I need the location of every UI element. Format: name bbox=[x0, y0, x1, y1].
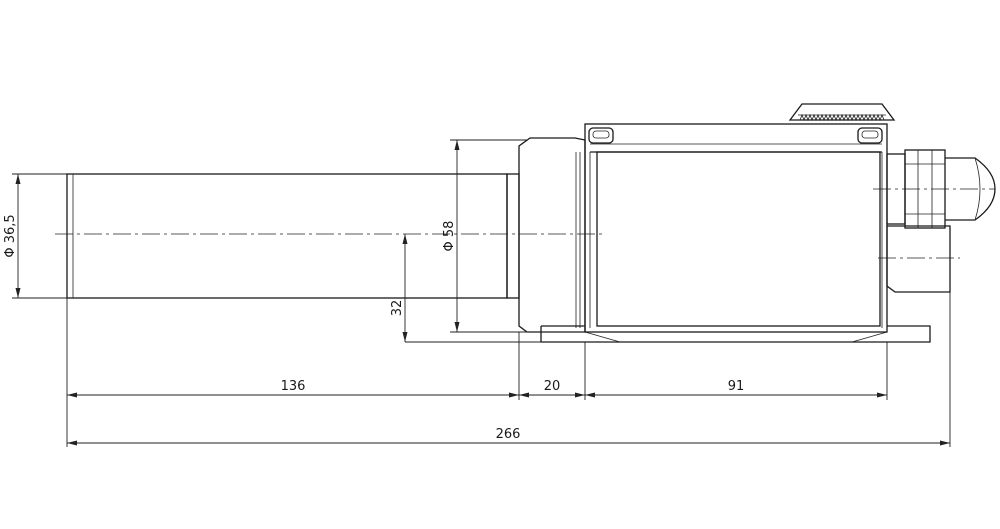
tube bbox=[66, 173, 520, 299]
dim-height: 32 bbox=[390, 234, 541, 343]
base-plate bbox=[540, 325, 931, 343]
dim-tube-diameter: Φ 36,5 bbox=[3, 173, 67, 299]
total-length-label: 266 bbox=[496, 427, 521, 442]
extension-lines bbox=[66, 292, 951, 447]
length-136-label: 136 bbox=[281, 379, 306, 394]
housing bbox=[584, 103, 896, 333]
height-label: 32 bbox=[390, 300, 405, 317]
dim-20: 20 bbox=[519, 379, 585, 398]
dim-flange-diameter: Φ 58 bbox=[442, 139, 528, 333]
length-91-label: 91 bbox=[728, 379, 745, 394]
center-lines bbox=[55, 188, 995, 259]
length-20-label: 20 bbox=[544, 379, 561, 394]
flange-diameter-label: Φ 58 bbox=[442, 221, 457, 252]
dim-266: 266 bbox=[67, 427, 950, 446]
tube-diameter-label: Φ 36,5 bbox=[3, 214, 18, 257]
flange bbox=[518, 137, 586, 333]
dim-91: 91 bbox=[585, 379, 887, 398]
dim-136: 136 bbox=[67, 379, 519, 398]
connector bbox=[886, 225, 951, 293]
